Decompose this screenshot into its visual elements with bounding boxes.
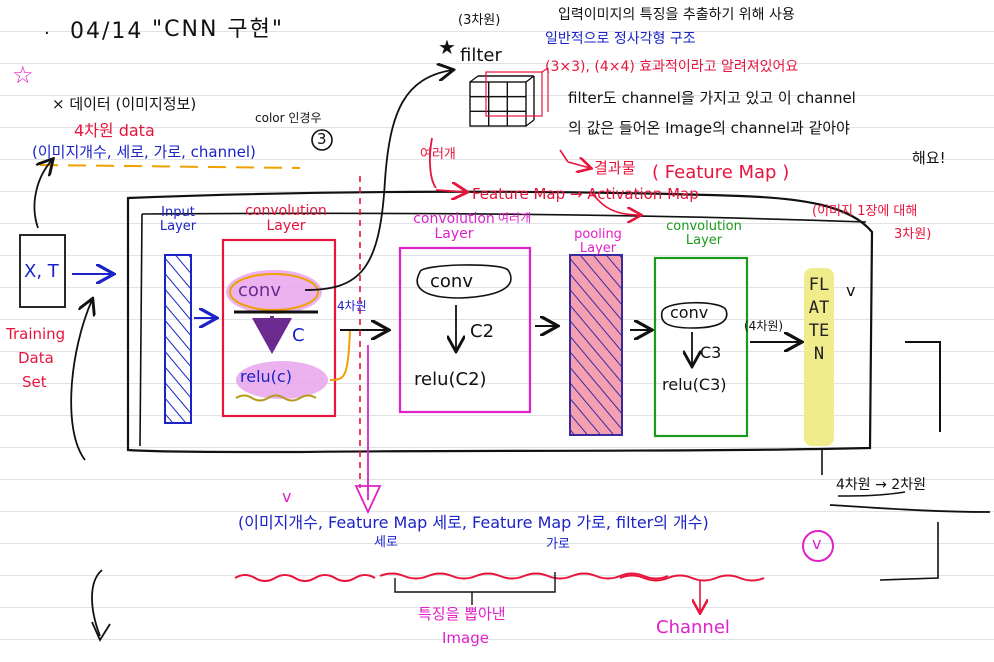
note-date: 04/14 [70,19,144,44]
conv2-multi: 여러개 [498,211,532,225]
conv2-relu: relu(C2) [414,369,487,390]
conv1-relu: relu(c) [240,367,292,386]
pooling-label: pooling Layer [574,227,622,257]
fmap-note-end: 3차원) [894,227,932,242]
dim4-right-label: (4차원) [744,319,784,333]
conv2-op: conv [430,271,473,292]
input-layer-label: Input Layer [159,205,197,235]
fmap-arrow-label: Feature Map → Activation Map [472,185,699,203]
conv3-relu: relu(C3) [662,375,727,394]
filter-label: filter [460,45,502,66]
feature-image-label-2: Image [442,629,489,647]
conv1-op: conv [238,280,281,301]
conv2-c: C2 [470,321,495,342]
filter-desc-4: filter도 channel을 가지고 있고 이 channel [568,89,856,107]
dims-label: (이미지개수, 세로, 가로, channel) [32,143,256,161]
xt-label: X, T [24,261,59,282]
filter-desc-6: 해요! [912,149,946,167]
data-label: Data [18,349,54,367]
feature-image-label-1: 특징을 뽑아낸 [418,605,506,623]
x-data-label: × 데이터 (이미지정보) [52,95,197,113]
note-title: "CNN 구현" [152,17,284,42]
filter-desc-2: 일반적으로 정사각형 구조 [545,31,696,47]
fm-width-label: 가로 [546,537,570,552]
filter-grid-icon [469,75,535,127]
output-tuple: (이미지개수, Feature Map 세로, Feature Map 가로, … [238,513,709,532]
filter-desc-1: 입력이미지의 특징을 추출하기 위해 사용 [558,7,795,23]
fmap-note: (이미지 1장에 대해 [812,204,918,219]
conv3-op: conv [670,303,709,322]
circled-v: v [812,534,822,553]
conv1-title: convolution Layer [245,203,327,235]
flatten-check: v [846,281,856,300]
black-star-icon: ★ [438,35,456,59]
multi-label: 여러개 [420,147,456,162]
color-note: color 인경우 [255,111,322,125]
bottom-check: v [282,487,292,506]
feature-map-label: ( Feature Map ) [652,162,790,183]
set-label: Set [22,373,47,391]
training-label: Training [6,325,66,343]
dim4-mid-label: 4차원 [337,299,367,313]
dim-change-label: 4차원 → 2차원 [836,477,926,493]
conv2-title: convolution Layer [413,211,495,243]
flatten-label: FLATTEN [808,275,830,364]
filter-desc-3: (3×3), (4×4) 효과적이라고 알려져있어요 [545,59,799,75]
channel-label: Channel [656,617,730,638]
result-label: 결과물 [594,159,636,177]
conv1-c: C [292,325,305,346]
conv3-title: convolution Layer [666,219,742,249]
dim4-data-label: 4차원 data [74,121,155,140]
fm-height-label: 세로 [374,535,398,550]
color-num: 3 [317,130,327,148]
conv3-c: C3 [700,343,722,362]
filter-desc-5: 의 값은 들어온 Image의 channel과 같아야 [568,119,850,137]
header-bullet: · [44,23,50,44]
dim3-label: (3차원) [458,13,501,28]
star-outline-icon: ☆ [12,61,34,89]
